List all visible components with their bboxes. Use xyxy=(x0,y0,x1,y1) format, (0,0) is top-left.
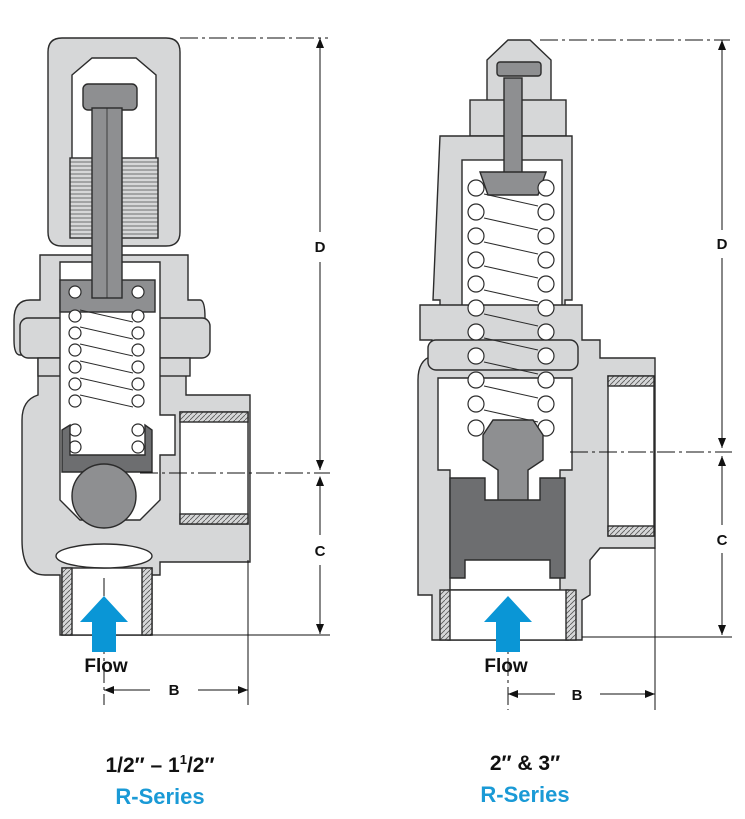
right-flow-label: Flow xyxy=(484,656,527,677)
left-size-sup: 1 xyxy=(179,752,187,767)
right-series-label: R-Series xyxy=(480,782,570,807)
right-caption: 2″ & 3″ R-Series xyxy=(410,752,640,808)
left-dim-d-label: D xyxy=(315,239,326,256)
left-dim-b-label: B xyxy=(169,682,180,699)
left-flow-label: Flow xyxy=(84,656,127,677)
right-valve-drawing xyxy=(417,39,656,641)
right-dim-c-label: C xyxy=(717,532,728,549)
left-valve-drawing xyxy=(13,37,251,636)
right-dim-b-label: B xyxy=(572,687,583,704)
left-size-label: 1/2″ – 11/2″ xyxy=(105,752,215,777)
right-dimension-lines xyxy=(507,39,732,710)
right-size-label: 2″ & 3″ xyxy=(489,752,561,775)
left-series-label: R-Series xyxy=(115,784,205,809)
left-dim-c-label: C xyxy=(315,543,326,560)
right-flow-arrow xyxy=(484,596,532,652)
right-dim-d-label: D xyxy=(717,236,728,253)
left-caption: 1/2″ – 11/2″ R-Series xyxy=(40,752,280,810)
left-flow-arrow xyxy=(80,596,128,652)
